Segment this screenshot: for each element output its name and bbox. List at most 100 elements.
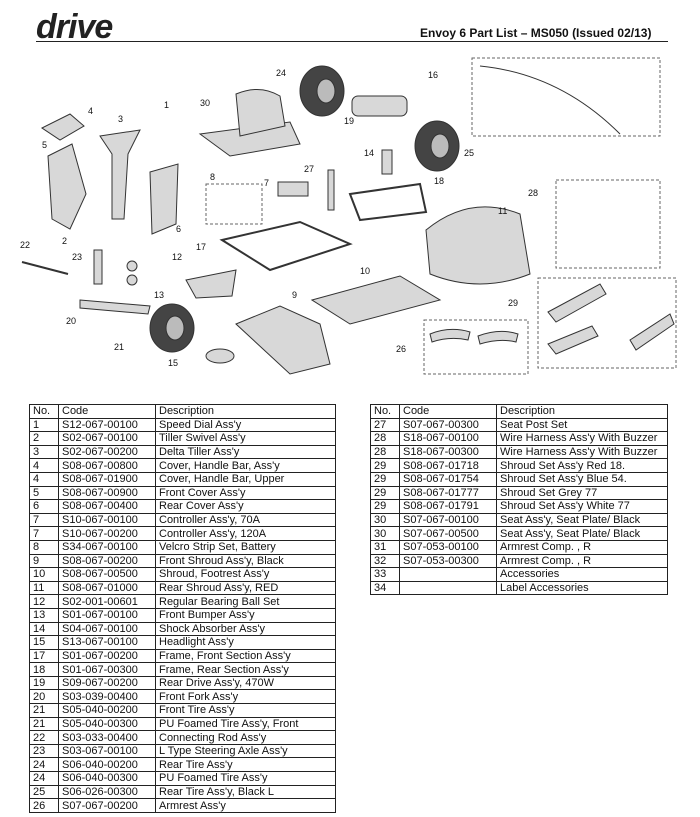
cell-no: 26 [29,798,59,813]
callout-29: 29 [508,298,518,308]
handle-cover-part [41,113,85,141]
cell-code: S03-039-00400 [58,689,156,705]
cell-no: 12 [29,594,59,609]
cell-no: 22 [29,730,59,745]
cell-code: S10-067-00100 [58,512,156,528]
cell-no: 10 [29,567,59,582]
cell-description: Shock Absorber Ass'y [155,621,336,637]
cell-code: S08-067-00500 [58,567,156,582]
steering-axle-part [93,249,103,285]
exploded-parts-diagram: 1 2 3 4 5 6 7 8 9 10 11 12 13 14 15 16 1… [20,57,677,375]
callout-10: 10 [360,266,370,276]
shock-absorber-part [381,149,393,175]
col-header-description: Description [496,404,668,419]
cell-description: PU Foamed Tire Ass'y, Front [155,716,336,732]
cell-code: S04-067-00100 [58,621,156,637]
callout-21: 21 [114,342,124,352]
cell-no: 28 [370,444,400,460]
callout-26: 26 [396,344,406,354]
cell-code: S08-067-00400 [58,499,156,514]
cell-description: Front Fork Ass'y [155,689,336,705]
table-header-row: No. Code Description [29,404,336,419]
cell-no: 7 [29,512,59,528]
cell-code: S12-067-00100 [58,417,156,433]
cell-no: 29 [370,458,400,473]
cell-no: 29 [370,485,400,501]
cell-description: Seat Post Set [496,417,668,433]
cell-description: L Type Steering Axle Ass'y [155,743,336,759]
callout-19: 19 [344,116,354,126]
cell-code: S02-067-00100 [58,431,156,446]
callout-6: 6 [176,224,181,234]
cell-description: Front Cover Ass'y [155,485,336,501]
cell-description: Front Bumper Ass'y [155,607,336,623]
cell-description: Frame, Front Section Ass'y [155,648,336,664]
cell-no: 18 [29,662,59,677]
cell-code: S03-067-00100 [58,743,156,759]
rear-shroud-part [425,206,531,285]
cell-code: S08-067-00800 [58,458,156,473]
cell-code: S08-067-01900 [58,471,156,487]
cell-description: Cover, Handle Bar, Ass'y [155,458,336,473]
cell-code: S01-067-00200 [58,648,156,664]
cell-code: S02-067-00200 [58,444,156,460]
cell-no: 4 [29,458,59,473]
callout-4: 4 [88,106,93,116]
callout-15: 15 [168,358,178,368]
rear-drive-part [351,95,408,117]
cell-description: Tiller Swivel Ass'y [155,431,336,446]
cell-description: Front Shroud Ass'y, Black [155,553,336,569]
cell-description: Rear Tire Ass'y, Black L [155,784,336,800]
callout-22: 22 [20,240,30,250]
cell-code: S05-040-00300 [58,716,156,732]
cell-code: S07-067-00100 [399,512,497,528]
cell-description: Wire Harness Ass'y With Buzzer [496,444,668,460]
cell-description: Shroud, Footrest Ass'y [155,567,336,582]
cell-description: Accessories [496,567,668,582]
velcro-box-8 [205,183,263,225]
cell-description: Controller Ass'y, 120A [155,526,336,541]
bearing-part [126,260,138,272]
cell-no: 13 [29,607,59,623]
front-shroud-part [235,305,331,375]
tiller-part [99,129,141,220]
cell-code: S08-067-00200 [58,553,156,569]
cell-code: S01-067-00300 [58,662,156,677]
brand-logo: drive [36,8,113,46]
cell-no: 3 [29,444,59,460]
cell-no: 9 [29,553,59,569]
cell-code: S07-053-00100 [399,539,497,555]
cell-code [399,580,497,596]
frame-part [219,220,353,272]
cell-description: Connecting Rod Ass'y [155,730,336,745]
cell-code: S06-040-00300 [58,771,156,786]
cell-description: Shroud Set Ass'y White 77 [496,499,668,514]
cell-no: 2 [29,431,59,446]
callout-25: 25 [464,148,474,158]
connecting-rod-part [21,261,69,275]
cell-code: S07-067-00200 [58,798,156,813]
cell-no: 29 [370,499,400,514]
cell-code: S08-067-01718 [399,458,497,473]
